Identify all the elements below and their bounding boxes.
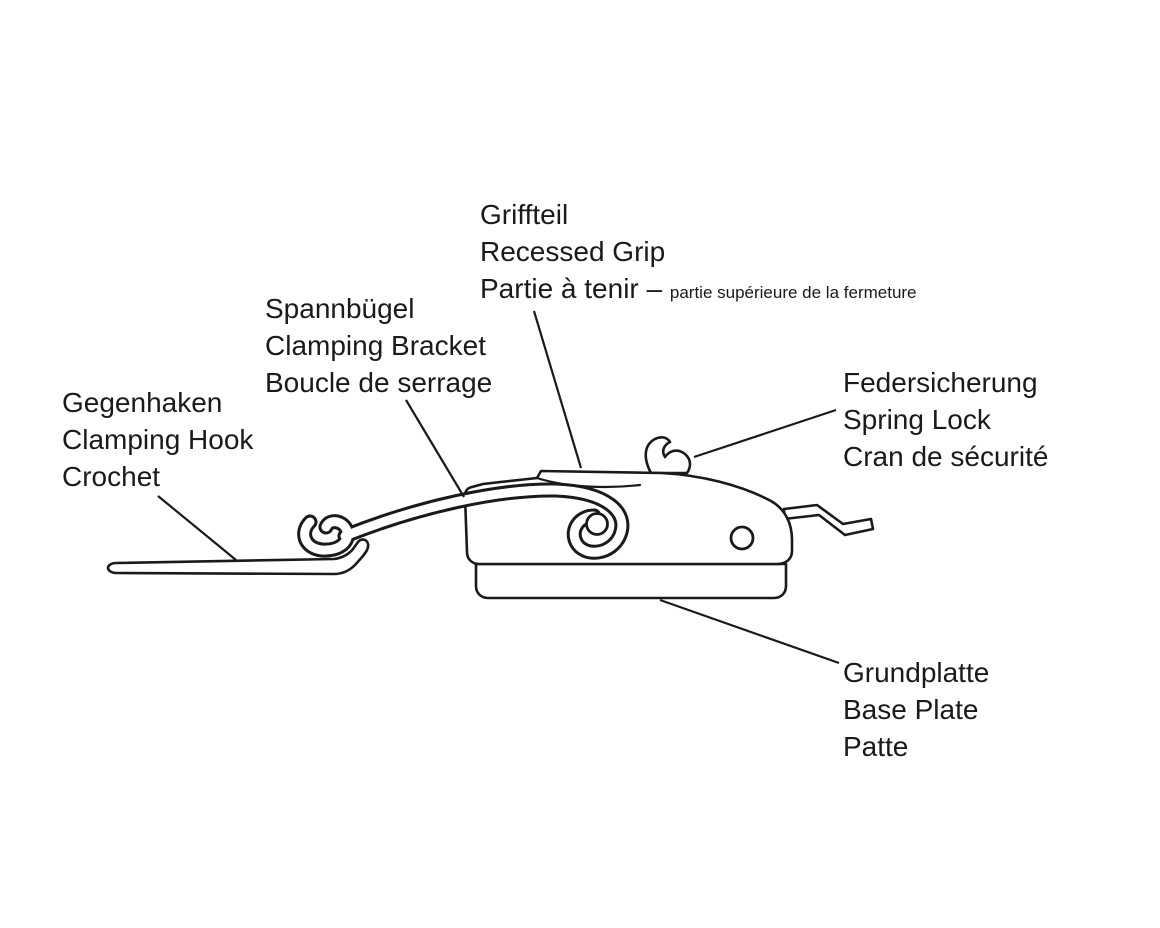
label-grip-fr-small: partie supérieure de la fermeture	[669, 283, 917, 302]
right-catch-shape	[784, 505, 873, 535]
label-spring-en: Spring Lock	[843, 404, 991, 435]
label-bracket: Spannbügel Clamping Bracket Boucle de se…	[265, 290, 492, 401]
base-plate-shape	[476, 564, 786, 598]
clamping-hook-shape	[108, 540, 368, 574]
bracket-wire-fill	[305, 490, 622, 552]
label-bracket-en: Clamping Bracket	[265, 330, 486, 361]
leader-line-hook	[158, 496, 236, 560]
rivet-hole	[731, 527, 753, 549]
label-hook: Gegenhaken Clamping Hook Crochet	[62, 384, 253, 495]
leader-line-base	[660, 600, 839, 663]
label-grip-de: Griffteil	[480, 199, 569, 230]
leader-line-bracket	[406, 400, 464, 497]
label-spring-fr: Cran de sécurité	[843, 441, 1049, 472]
label-grip-en: Recessed Grip	[480, 236, 666, 267]
label-base-en: Base Plate	[843, 694, 979, 725]
label-spring-de: Federsicherung	[843, 367, 1038, 398]
label-spring: Federsicherung Spring Lock Cran de sécur…	[843, 364, 1048, 475]
label-hook-fr: Crochet	[62, 461, 161, 492]
label-base-fr: Patte	[843, 731, 909, 762]
spring-lock-shape	[646, 437, 690, 473]
label-base-de: Grundplatte	[843, 657, 990, 688]
label-hook-de: Gegenhaken	[62, 387, 223, 418]
label-base: Grundplatte Base Plate Patte	[843, 654, 989, 765]
leader-line-grip	[534, 311, 581, 468]
label-grip-fr-main: Partie à tenir –	[480, 273, 670, 304]
pivot-hole	[587, 514, 608, 535]
label-hook-en: Clamping Hook	[62, 424, 254, 455]
leader-line-spring	[694, 410, 836, 457]
label-grip: Griffteil Recessed Grip Partie à tenir –…	[480, 196, 917, 311]
label-grip-fr: Partie à tenir – partie supérieure de la…	[480, 270, 917, 311]
label-bracket-de: Spannbügel	[265, 293, 415, 324]
label-bracket-fr: Boucle de serrage	[265, 367, 493, 398]
